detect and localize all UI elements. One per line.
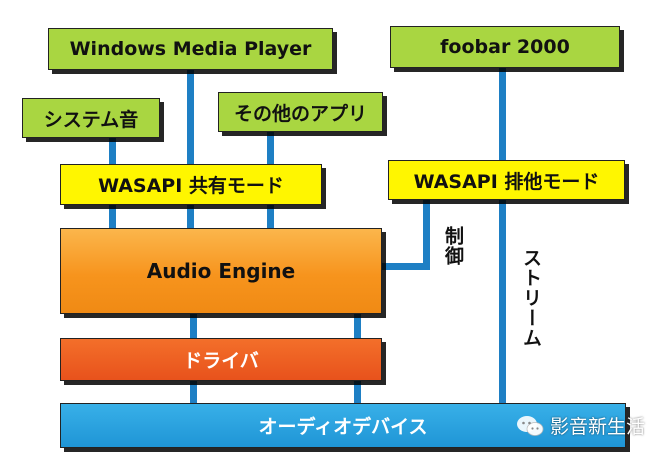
stream-label: ストリーム	[520, 248, 542, 348]
audio-engine-box: Audio Engine	[60, 228, 382, 314]
wasapi-exclusive-mode-label: WASAPI 排他モード	[413, 170, 600, 193]
windows-media-player-label: Windows Media Player	[69, 38, 312, 60]
system-sound-box: システム音	[22, 98, 160, 138]
connector-control-vertical	[423, 198, 430, 270]
connector-engine-driver-right	[354, 312, 361, 340]
control-label: 制御	[442, 226, 464, 266]
other-apps-label: その他のアプリ	[233, 102, 367, 125]
connector-otherapps-shared	[267, 128, 274, 164]
connector-sysaudio-shared	[109, 136, 116, 164]
wasapi-shared-mode-label: WASAPI 共有モード	[98, 175, 284, 197]
connector-driver-device-right	[354, 380, 361, 405]
audio-engine-label: Audio Engine	[146, 259, 296, 283]
windows-media-player-box: Windows Media Player	[48, 28, 333, 70]
other-apps-box: その他のアプリ	[218, 92, 383, 132]
system-sound-label: システム音	[43, 108, 139, 131]
driver-box: ドライバ	[60, 338, 382, 381]
watermark: 影音新生活	[516, 412, 645, 439]
connector-driver-device-left	[190, 380, 197, 405]
wasapi-shared-mode-box: WASAPI 共有モード	[60, 164, 322, 205]
connector-foobar-exclusive	[499, 68, 506, 160]
connector-stream	[499, 198, 506, 403]
foobar-2000-label: foobar 2000	[440, 36, 570, 58]
connector-shared-engine-left	[109, 205, 116, 232]
audio-device-label: オーディオデバイス	[258, 416, 428, 438]
connector-engine-driver-left	[190, 312, 197, 340]
driver-label: ドライバ	[183, 350, 259, 372]
wechat-icon	[516, 414, 544, 438]
connector-shared-engine-right	[267, 205, 274, 232]
foobar-2000-box: foobar 2000	[390, 26, 620, 68]
connector-control-horizontal	[381, 263, 430, 270]
watermark-text: 影音新生活	[549, 416, 645, 438]
wasapi-exclusive-mode-box: WASAPI 排他モード	[388, 160, 625, 200]
connector-wmp-engine	[187, 70, 194, 230]
